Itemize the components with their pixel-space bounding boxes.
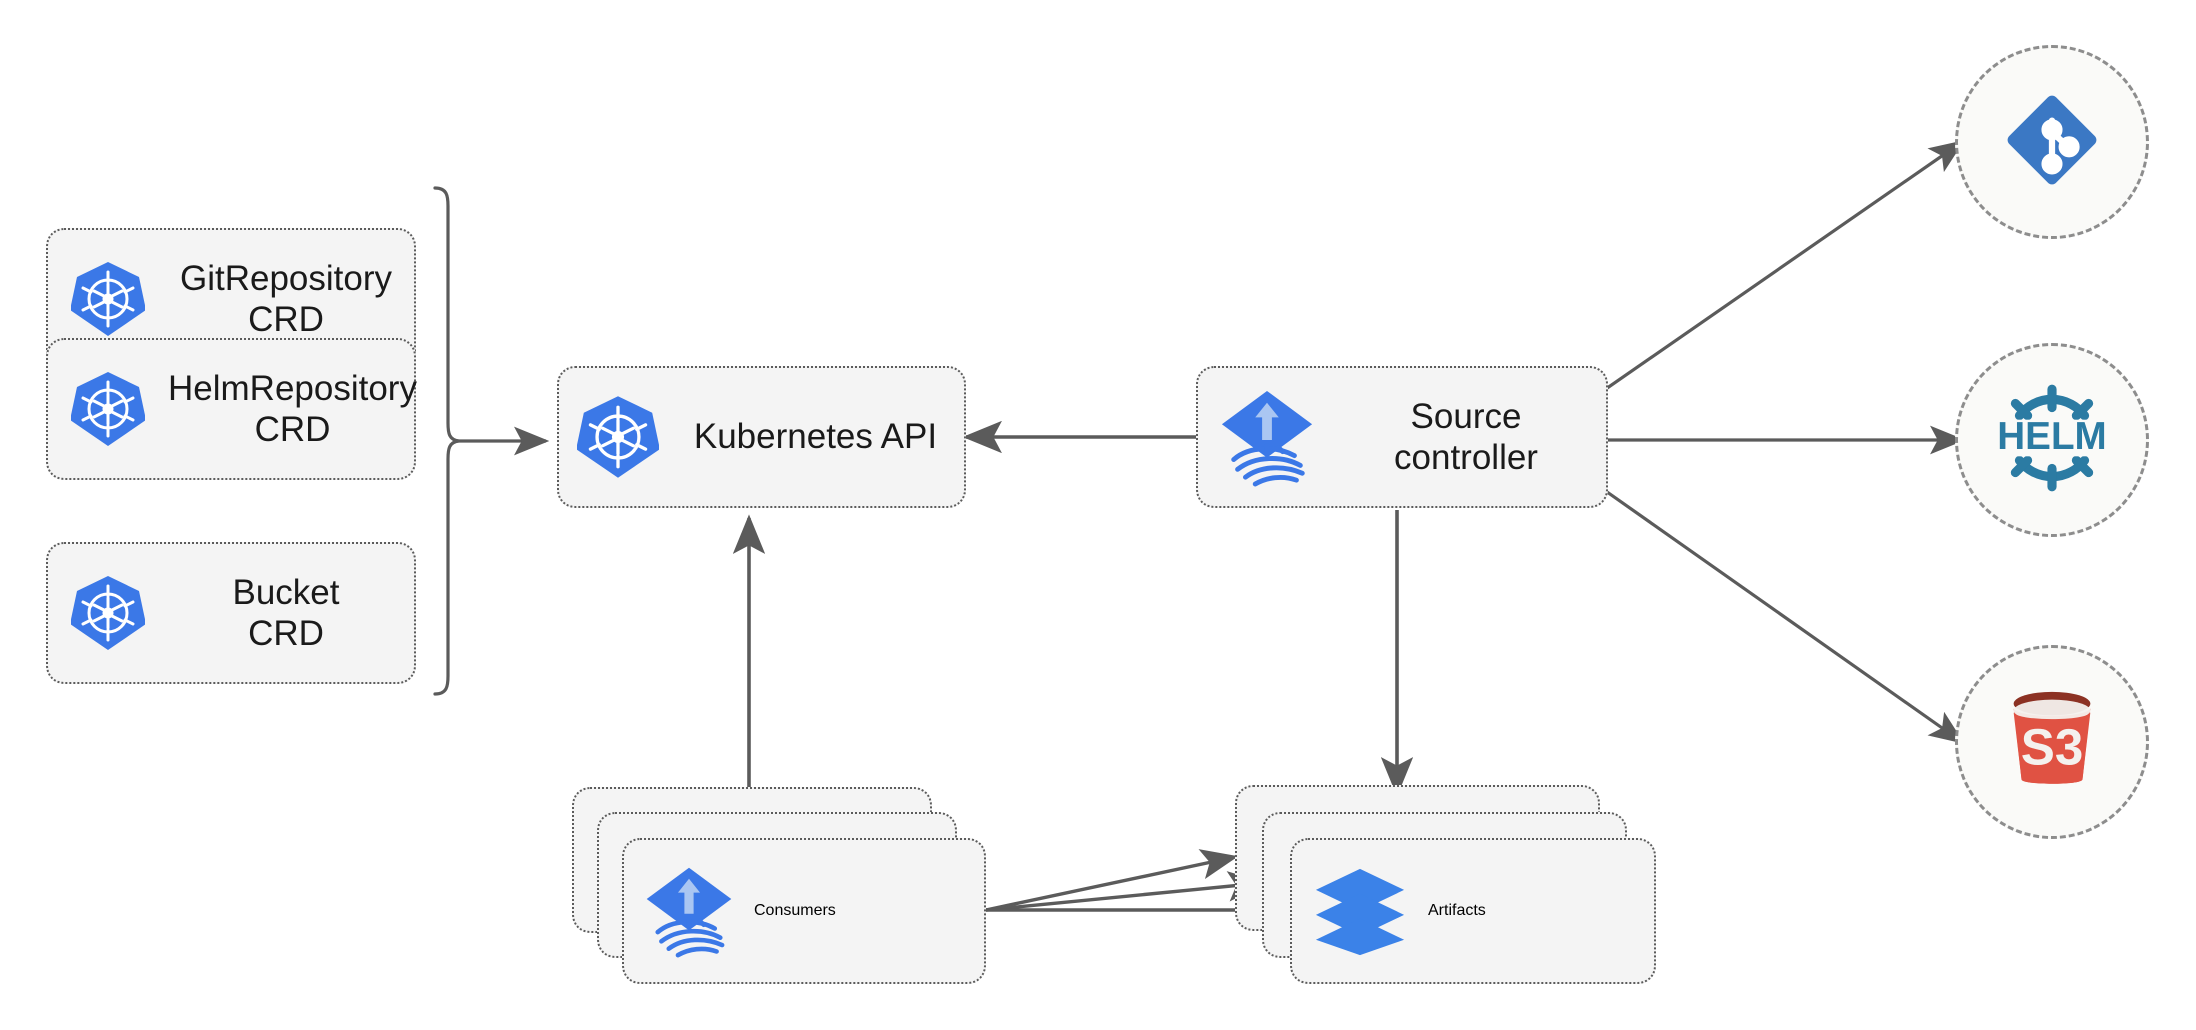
layers-icon bbox=[1292, 840, 1428, 982]
source-circle-helm[interactable]: HELM bbox=[1955, 343, 2149, 537]
node-label: Consumers bbox=[754, 902, 836, 919]
source-circle-s3[interactable]: S3 bbox=[1955, 645, 2149, 839]
node-label: Kubernetes API bbox=[693, 417, 938, 457]
s3-label: S3 bbox=[2021, 718, 2084, 775]
flux-icon bbox=[1198, 385, 1336, 489]
node-label: Artifacts bbox=[1428, 902, 1486, 919]
edge-consumers-to-artifacts-back bbox=[985, 849, 1239, 912]
kubernetes-icon bbox=[48, 574, 168, 652]
node-label: HelmRepository CRD bbox=[168, 368, 417, 449]
edge-source-controller-to-s3 bbox=[1599, 485, 1965, 744]
git-icon bbox=[1995, 83, 2109, 202]
node-label: Bucket CRD bbox=[232, 572, 340, 653]
node-consumers[interactable]: Consumers bbox=[622, 838, 986, 984]
node-label: GitRepository CRD bbox=[179, 258, 393, 339]
edge-consumers-to-artifacts-middle bbox=[985, 871, 1266, 912]
node-helmrepository-crd[interactable]: HelmRepository CRD bbox=[46, 338, 417, 480]
s3-bucket-icon: S3 bbox=[1993, 681, 2111, 804]
node-source-controller[interactable]: Source controller bbox=[1196, 366, 1608, 508]
node-artifacts[interactable]: Artifacts bbox=[1290, 838, 1656, 984]
source-circle-git[interactable] bbox=[1955, 45, 2149, 239]
node-label: Source controller bbox=[1394, 396, 1538, 477]
kubernetes-icon bbox=[48, 370, 168, 448]
kubernetes-icon bbox=[559, 394, 677, 480]
flux-icon bbox=[624, 840, 754, 982]
helm-icon: HELM bbox=[1991, 377, 2113, 504]
edge-source-controller-to-git bbox=[1599, 140, 1965, 395]
node-bucket-crd[interactable]: Bucket CRD bbox=[46, 542, 416, 684]
node-kubernetes-api[interactable]: Kubernetes API bbox=[557, 366, 966, 508]
crd-bracket bbox=[433, 186, 460, 696]
helm-label: HELM bbox=[1997, 415, 2106, 458]
kubernetes-icon bbox=[48, 260, 168, 338]
